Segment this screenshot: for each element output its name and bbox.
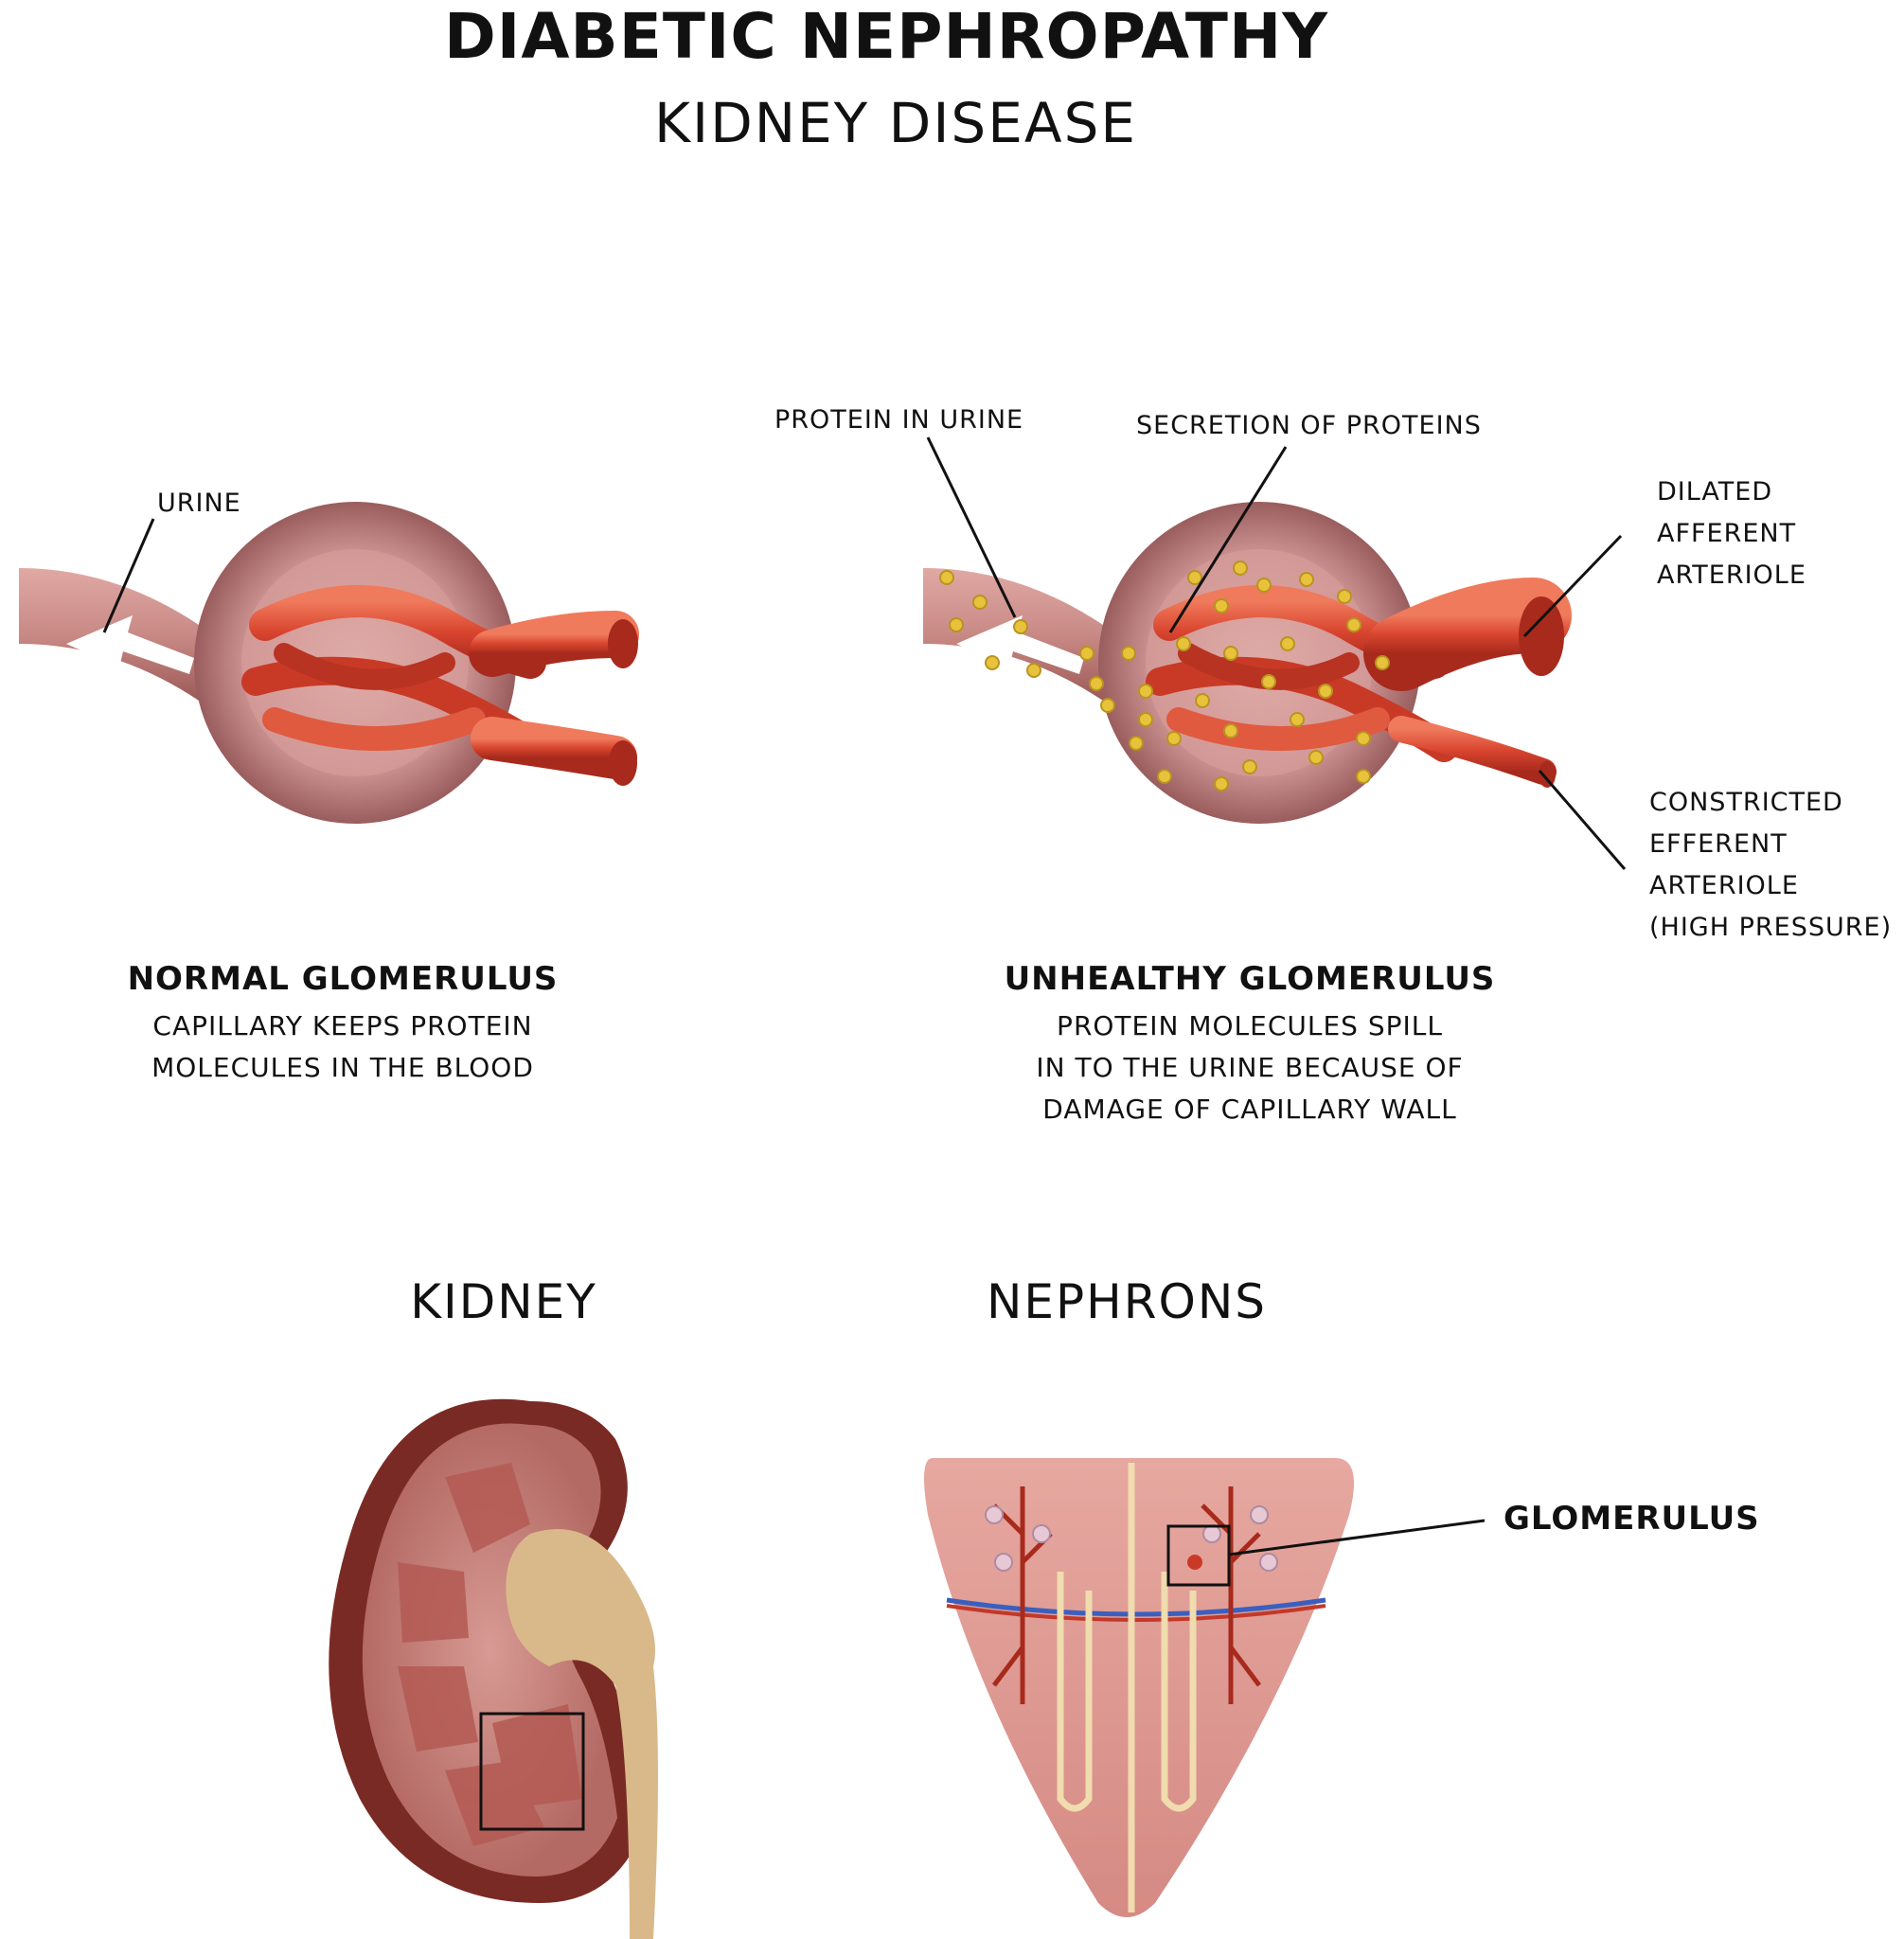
label-constricted-line-3: ARTERIOLE bbox=[1649, 871, 1799, 900]
unhealthy-glomerulus-desc-3: DAMAGE OF CAPILLARY WALL bbox=[1042, 1094, 1457, 1125]
label-constricted-efferent-arteriole: CONSTRICTED EFFERENT ARTERIOLE (HIGH PRE… bbox=[1649, 782, 1892, 949]
unhealthy-glomerulus-desc-1: PROTEIN MOLECULES SPILL bbox=[1057, 1010, 1443, 1041]
label-dilated-line-1: DILATED bbox=[1657, 477, 1773, 507]
normal-glomerulus-heading: NORMAL GLOMERULUS bbox=[127, 960, 559, 998]
unhealthy-glomerulus-heading: UNHEALTHY GLOMERULUS bbox=[1004, 960, 1496, 998]
label-dilated-line-2: AFFERENT bbox=[1657, 519, 1797, 548]
unhealthy-glomerulus-art bbox=[923, 436, 1627, 870]
normal-glomerulus-art bbox=[19, 502, 639, 824]
label-secretion-of-proteins: SECRETION OF PROTEINS bbox=[1136, 411, 1482, 440]
kidney-heading: KIDNEY bbox=[410, 1274, 597, 1329]
normal-glomerulus-desc-1: CAPILLARY KEEPS PROTEIN bbox=[152, 1010, 533, 1041]
normal-glomerulus-desc-2: MOLECULES IN THE BLOOD bbox=[151, 1052, 534, 1083]
page-title: DIABETIC NEPHROPATHY bbox=[444, 0, 1328, 73]
label-constricted-line-4: (HIGH PRESSURE) bbox=[1649, 913, 1893, 942]
label-glomerulus: GLOMERULUS bbox=[1504, 1500, 1760, 1538]
kidney-art bbox=[329, 1398, 658, 1939]
label-dilated-line-3: ARTERIOLE bbox=[1657, 560, 1806, 590]
nephrons-heading: NEPHRONS bbox=[987, 1274, 1267, 1329]
label-dilated-afferent-arteriole: DILATED AFFERENT ARTERIOLE bbox=[1657, 471, 1806, 596]
nephrons-art bbox=[924, 1458, 1486, 1917]
label-constricted-line-1: CONSTRICTED bbox=[1649, 788, 1843, 817]
page-subtitle: KIDNEY DISEASE bbox=[653, 91, 1138, 155]
label-constricted-line-2: EFFERENT bbox=[1649, 829, 1788, 859]
unhealthy-glomerulus-desc-2: IN TO THE URINE BECAUSE OF bbox=[1036, 1052, 1464, 1083]
label-protein-in-urine: PROTEIN IN URINE bbox=[774, 405, 1024, 435]
label-urine: URINE bbox=[157, 489, 241, 518]
